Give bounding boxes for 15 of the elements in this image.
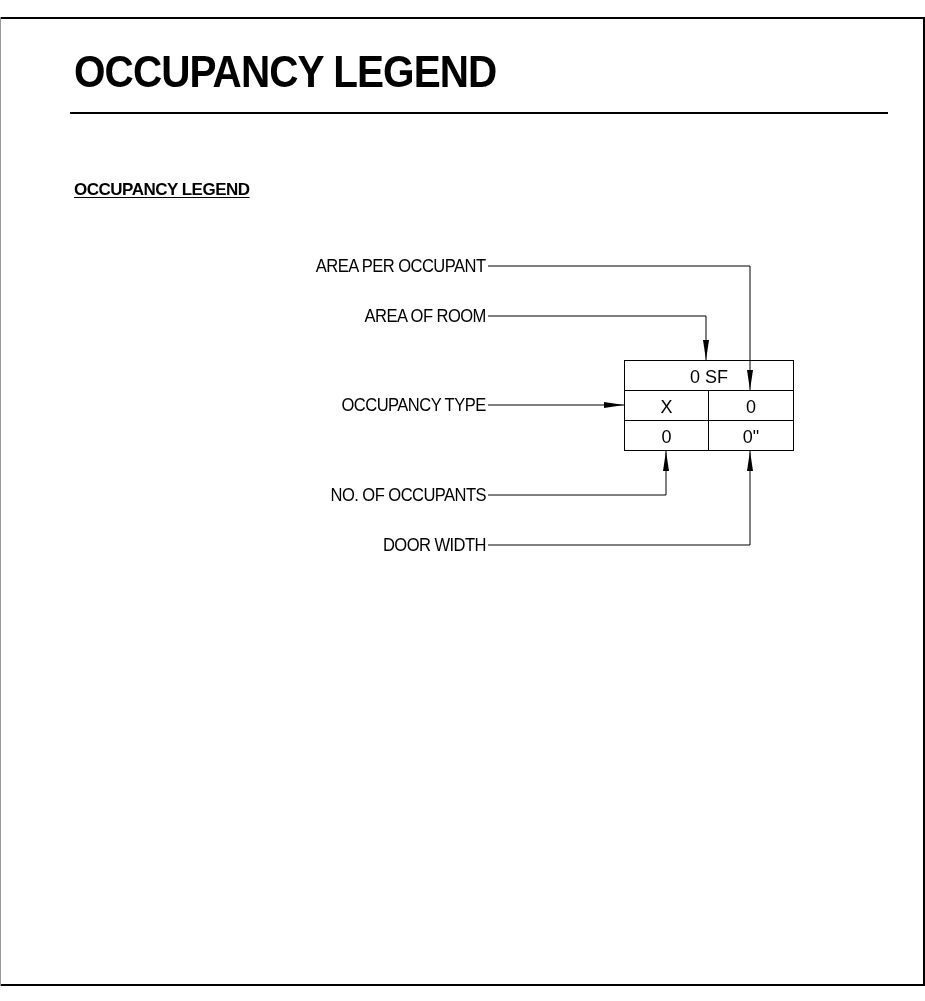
legend-table-cell: 0" — [708, 420, 794, 451]
leader-arrow — [487, 450, 753, 546]
leader-arrow — [487, 315, 709, 361]
leader-arrow — [487, 402, 625, 408]
leader-arrow — [487, 450, 669, 496]
callout-label: NO. OF OCCUPANTS — [330, 484, 486, 506]
leader-arrow — [487, 265, 753, 391]
callout-label: DOOR WIDTH — [382, 534, 486, 556]
callout-label: AREA OF ROOM — [364, 305, 486, 327]
legend-table-cell: 0 — [624, 420, 709, 451]
callout-label: AREA PER OCCUPANT — [316, 255, 486, 277]
section-heading: OCCUPANCY LEGEND — [74, 180, 250, 200]
callout-label: OCCUPANCY TYPE — [341, 394, 486, 416]
page-title: OCCUPANCY LEGEND — [74, 48, 497, 96]
legend-table-cell: 0 SF — [624, 360, 794, 391]
